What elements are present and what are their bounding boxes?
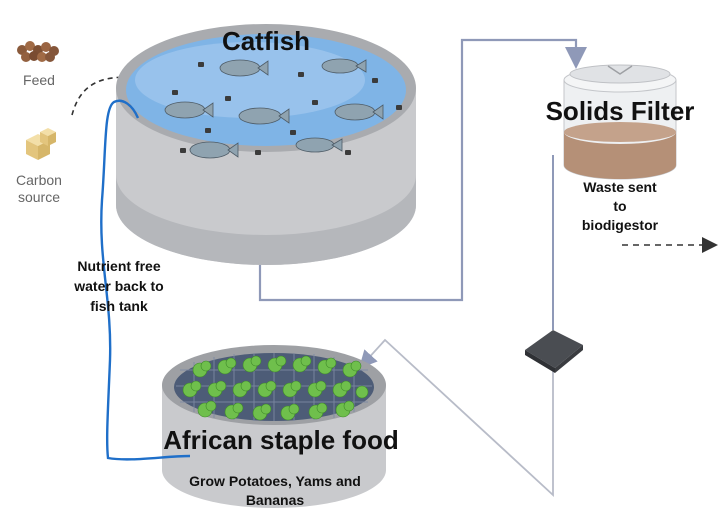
plant-icon	[282, 380, 302, 398]
plant-icon	[342, 360, 362, 378]
plant-icon	[335, 400, 355, 418]
feed-pellets-icon	[17, 41, 59, 62]
plant-bed	[162, 345, 386, 508]
plant-icon	[217, 357, 237, 375]
filter-cylinder-icon	[563, 64, 677, 180]
return-water-line	[100, 99, 191, 461]
plant-icon	[332, 380, 352, 398]
fish-icon	[219, 59, 269, 77]
plant-icon	[207, 380, 227, 398]
plant-icon	[355, 385, 369, 399]
fish-icon	[238, 107, 290, 125]
carbon-source-label: Carbon source	[16, 172, 62, 205]
plant-icon	[292, 355, 312, 373]
plant-icon	[267, 355, 287, 373]
plant-icon	[192, 360, 212, 378]
plant-icon	[280, 403, 300, 421]
grow-crops-label: Grow Potatoes, Yams and Bananas	[189, 473, 361, 508]
fish-tank	[116, 24, 416, 265]
plant-icon	[197, 400, 217, 418]
plant-icon	[257, 380, 277, 398]
plant-icon	[182, 380, 202, 398]
plant-icon	[307, 380, 327, 398]
catfish-title: Catfish	[221, 26, 311, 56]
feed-label: Feed	[23, 72, 55, 88]
fish-icon	[295, 137, 343, 153]
plant-icon	[317, 357, 337, 375]
plant-icon	[224, 402, 244, 420]
plant-icon	[252, 403, 272, 421]
carbon-block-icon	[26, 128, 56, 160]
plant-icon	[232, 380, 252, 398]
mesh-filter-icon	[525, 330, 583, 373]
plant-icon	[308, 402, 328, 420]
feed-particles	[172, 62, 402, 155]
fish-icon	[334, 103, 384, 121]
fish-icon	[189, 141, 239, 159]
fish-icon	[321, 58, 367, 74]
african-staple-title: African staple food	[163, 425, 399, 455]
pipe-mesh-to-plantbed	[358, 338, 554, 498]
waste-sent-label: Waste sent to biodigestor	[581, 179, 659, 233]
solids-filter-title: Solids Filter	[545, 96, 695, 126]
pipe-tank-to-filter	[258, 38, 587, 302]
nutrient-free-label: Nutrient free water back to fish tank	[74, 258, 164, 314]
fish-icon	[164, 101, 214, 119]
plant-icon	[242, 355, 262, 373]
fish-group	[164, 58, 384, 159]
